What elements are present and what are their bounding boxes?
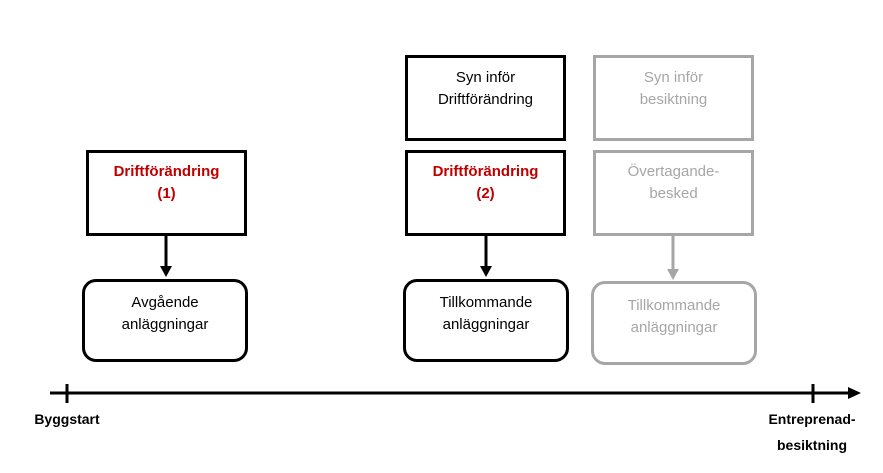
- timeline-end-label: Entreprenad- besiktning: [752, 408, 872, 456]
- box-label-line1: Övertagande-: [627, 163, 720, 180]
- box-label-line1: Tillkommande: [627, 297, 721, 314]
- timeline-end-label-line2: besiktning: [776, 437, 847, 453]
- avgaende-anlaggningar-box: Avgående anläggningar: [82, 279, 248, 362]
- box-label-line2: besked: [649, 185, 698, 202]
- arrow-overtagande-to-tillkommande-grey: [667, 234, 679, 280]
- driftforandring-2-box: Driftförändring (2): [405, 150, 566, 236]
- box-label-line1: Tillkommande: [439, 294, 533, 311]
- arrow-drift2-to-tillkommande: [480, 234, 492, 277]
- tillkommande-anlaggningar-grey-box: Tillkommande anläggningar: [591, 281, 757, 365]
- arrow-drift1-to-avgaende: [160, 234, 172, 277]
- box-label-line1: Avgående: [131, 294, 199, 311]
- timeline-axis: [50, 387, 861, 399]
- syn-infor-driftforandring-box: Syn inför Driftförändring: [405, 55, 566, 141]
- box-label-line1: Driftförändring: [432, 163, 539, 180]
- box-label-line1: Driftförändring: [113, 163, 220, 180]
- box-label-line2: (1): [157, 185, 176, 202]
- box-label-line2: anläggningar: [121, 316, 209, 333]
- box-label-line2: besiktning: [639, 91, 708, 108]
- box-label-line2: anläggningar: [630, 319, 718, 336]
- timeline-start-label: Byggstart: [34, 411, 100, 427]
- box-label-line1: Syn inför: [455, 69, 516, 86]
- tillkommande-anlaggningar-box: Tillkommande anläggningar: [403, 279, 569, 362]
- syn-infor-besiktning-box: Syn inför besiktning: [593, 55, 754, 141]
- timeline-end-label-line1: Entreprenad-: [768, 411, 856, 427]
- box-label-line2: anläggningar: [442, 316, 530, 333]
- overtagandebesked-box: Övertagande- besked: [593, 150, 754, 236]
- box-label-line1: Syn inför: [643, 69, 704, 86]
- box-label-line2: Driftförändring: [437, 91, 534, 108]
- box-label-line2: (2): [476, 185, 495, 202]
- driftforandring-1-box: Driftförändring (1): [86, 150, 247, 236]
